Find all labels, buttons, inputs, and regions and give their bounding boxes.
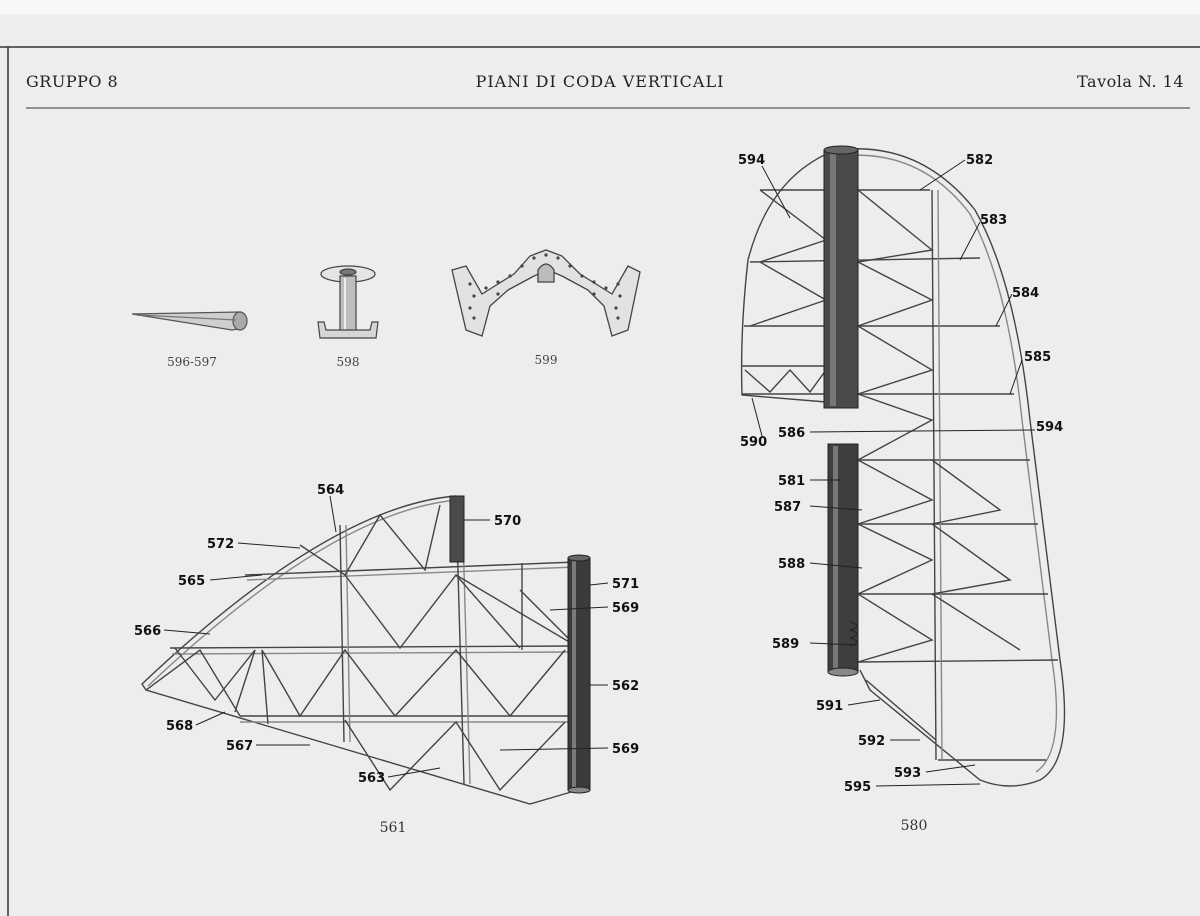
rudder-callout: 587	[774, 500, 801, 515]
rudder-callout: 584	[1012, 286, 1039, 301]
fin-callout-labels: 564 570 572 565 571 569 566 562 568 567 …	[134, 483, 639, 786]
group-label: GRUPPO 8	[26, 72, 119, 91]
rudder-callout: 590	[740, 435, 767, 450]
rudder-callout-labels: 594 582 583 584 585 590 586 594 581 587 …	[738, 153, 1063, 795]
part-596-597-drawing	[131, 311, 248, 331]
rudder-callout: 586	[778, 426, 805, 441]
rudder-callout: 581	[778, 474, 805, 489]
rudder-callout: 589	[772, 637, 799, 652]
part-598-label: 598	[337, 355, 360, 369]
part-598-drawing	[317, 265, 379, 339]
fin-leader-lines	[163, 495, 609, 778]
top-margin	[0, 0, 1200, 14]
rudder-callout: 591	[816, 699, 843, 714]
rudder-callout: 592	[858, 734, 885, 749]
fin-callout: 563	[358, 771, 385, 786]
part-599-drawing	[451, 249, 641, 337]
fin-callout: 571	[612, 577, 639, 592]
fin-callout: 569	[612, 742, 639, 757]
rudder-leader-lines	[751, 159, 1036, 787]
rudder-callout: 585	[1024, 350, 1051, 365]
fin-spar-tubes	[449, 495, 591, 794]
part-599-label: 599	[535, 353, 558, 367]
rudder-structure-drawing	[740, 148, 1066, 787]
fin-callout: 566	[134, 624, 161, 639]
fin-callout: 567	[226, 739, 253, 754]
rudder-callout: 594	[1036, 420, 1063, 435]
rudder-spar-tube	[823, 145, 859, 677]
rudder-callout: 594	[738, 153, 765, 168]
fin-callout: 568	[166, 719, 193, 734]
rudder-callout: 582	[966, 153, 993, 168]
fin-caption: 561	[380, 820, 407, 836]
fin-callout: 562	[612, 679, 639, 694]
plate-number: Tavola N. 14	[1077, 72, 1184, 91]
rudder-callout: 595	[844, 780, 871, 795]
fin-callout: 572	[207, 537, 234, 552]
fin-callout: 569	[612, 601, 639, 616]
rudder-callout: 593	[894, 766, 921, 781]
fin-callout: 565	[178, 574, 205, 589]
page-frame	[0, 46, 1200, 916]
rudder-caption: 580	[901, 818, 928, 834]
rudder-callout: 588	[778, 557, 805, 572]
fin-callout: 564	[317, 483, 344, 498]
part-596-597-label: 596-597	[167, 355, 217, 369]
plate-title: PIANI DI CODA VERTICALI	[475, 72, 725, 91]
rudder-callout: 583	[980, 213, 1007, 228]
fin-structure-drawing	[141, 495, 579, 805]
fin-callout: 570	[494, 514, 521, 529]
